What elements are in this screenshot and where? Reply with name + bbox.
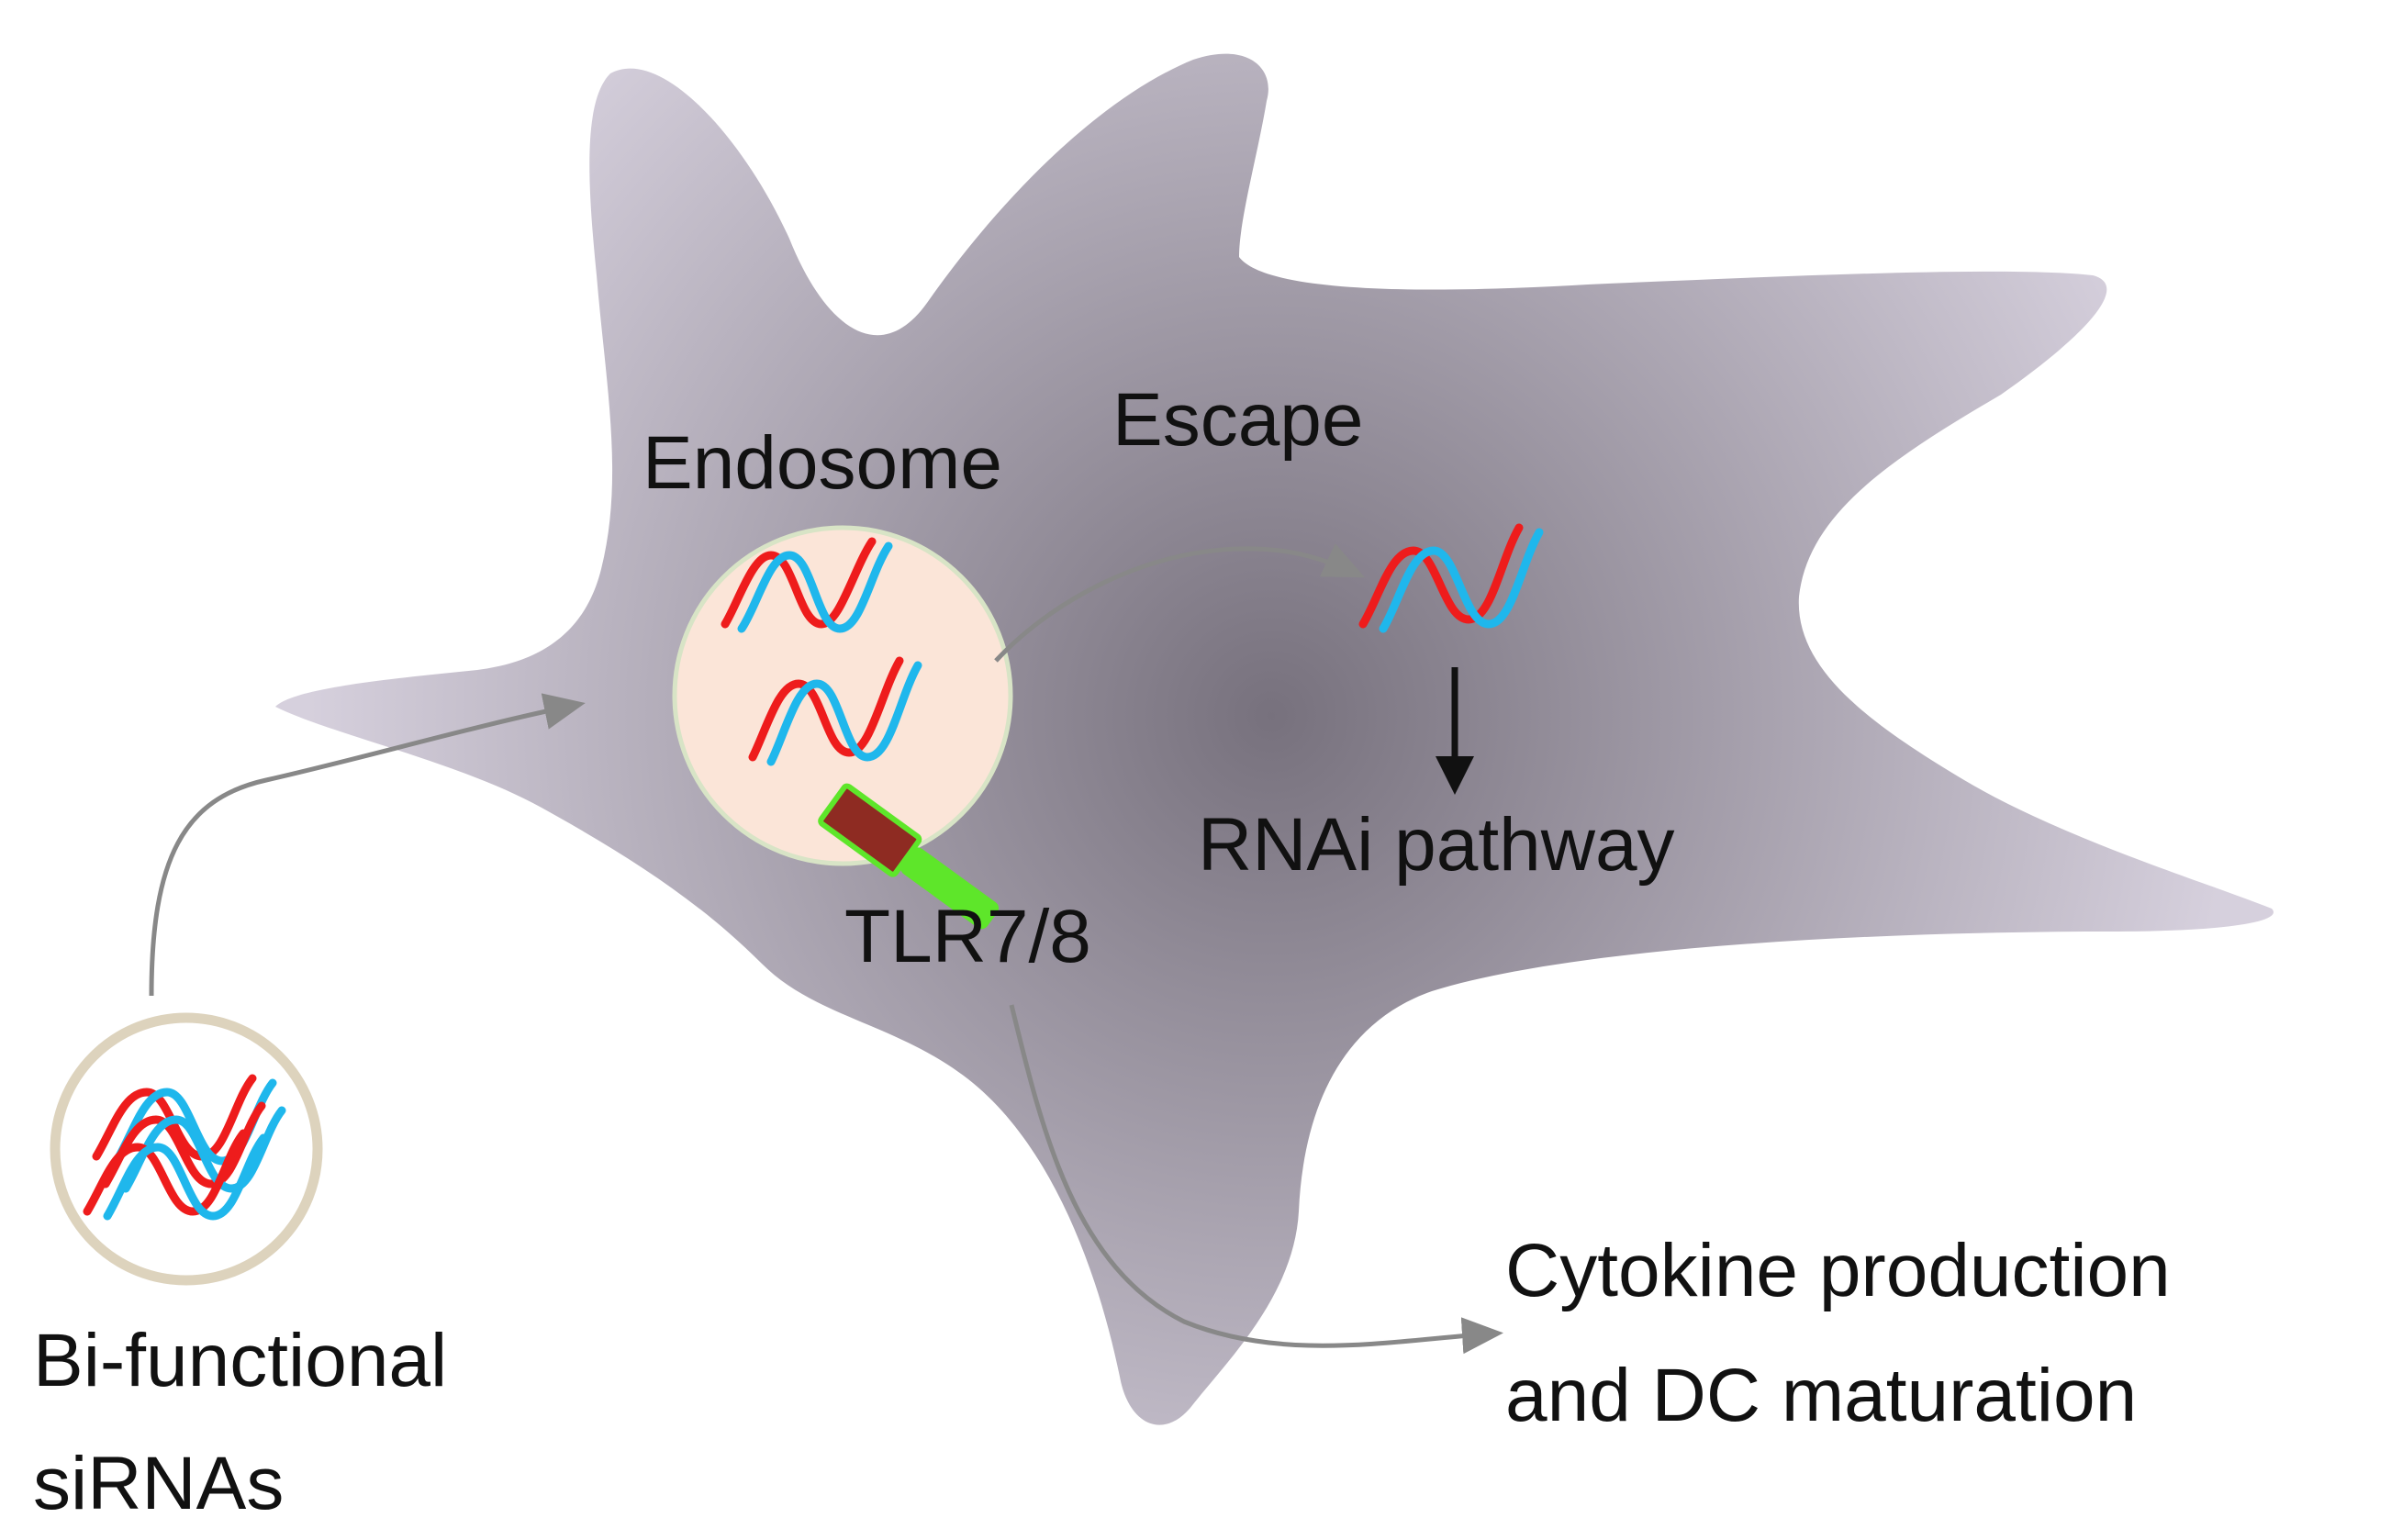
escape-arrow xyxy=(994,543,1366,663)
uptake-arrow xyxy=(149,693,586,997)
endosome-label: Endosome xyxy=(642,421,1002,505)
sirna-label-line2: siRNAs xyxy=(33,1442,284,1525)
dendritic-cell xyxy=(275,53,2274,1425)
sirna-duplex-endosome-2 xyxy=(748,656,922,766)
cytokine-label-line1: Cytokine production xyxy=(1505,1229,2171,1312)
signaling-arrow xyxy=(1009,1004,1503,1355)
cytokine-label-line2: and DC maturation xyxy=(1505,1354,2137,1437)
endosome-vesicle xyxy=(672,525,1013,866)
sirna-duplex-escaped xyxy=(1358,523,1544,633)
rnai-pathway-label: RNAi pathway xyxy=(1198,803,1675,887)
sirna-label-line1: Bi-functional xyxy=(33,1319,447,1402)
escape-label: Escape xyxy=(1112,378,1364,462)
tlr78-receptor xyxy=(818,783,1000,930)
tlr-label: TLR7/8 xyxy=(844,895,1091,978)
sirna-duplex-endosome-1 xyxy=(721,537,893,633)
sirna-duplex-bundle xyxy=(83,1074,286,1221)
